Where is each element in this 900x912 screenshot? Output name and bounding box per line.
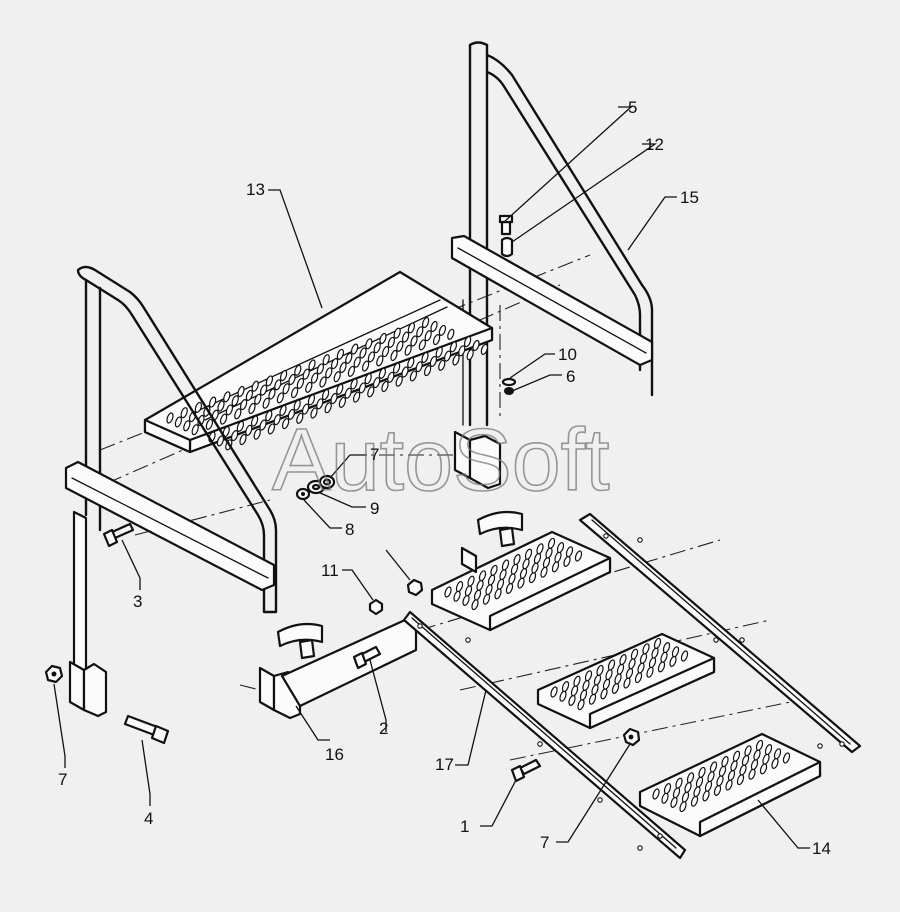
callout-15: 15 <box>680 188 699 207</box>
callout-5: 5 <box>628 98 637 117</box>
washer-10-nut-6 <box>501 377 517 395</box>
perforation-hole <box>238 433 248 446</box>
mounting-hole <box>839 741 845 747</box>
perforation-hole <box>408 369 419 383</box>
perforation-hole <box>436 358 447 372</box>
perforation-hole <box>252 427 263 441</box>
callout-6: 6 <box>566 367 575 386</box>
mounting-hole <box>537 741 543 747</box>
callout-3: 3 <box>133 592 142 611</box>
mounting-hole <box>657 833 663 839</box>
mounting-hole <box>739 637 745 643</box>
perforation-hole <box>394 374 405 388</box>
callout-labels: 13 5 12 15 10 6 7 9 8 3 11 2 16 17 7 4 1… <box>58 98 831 858</box>
nut-7-and-bolt-4 <box>44 664 170 745</box>
mounting-hole <box>417 623 423 629</box>
watermark: AutoSoft <box>272 410 610 509</box>
perforation-hole <box>365 385 376 399</box>
fasteners-7-8-9 <box>295 474 336 501</box>
perforation-hole <box>380 380 390 393</box>
callout-11: 11 <box>321 561 339 580</box>
perforation-hole <box>465 348 476 362</box>
stair-bracket <box>258 618 418 720</box>
stair-stringers <box>402 512 862 860</box>
callout-12: 12 <box>645 135 664 154</box>
perforation-hole <box>422 364 433 377</box>
mounting-hole <box>713 637 719 643</box>
callout-16: 16 <box>325 745 344 764</box>
bolt-3 <box>102 522 135 548</box>
callout-8: 8 <box>345 520 354 539</box>
callout-10: 10 <box>558 345 577 364</box>
mounting-hole <box>597 797 603 803</box>
upper-platform <box>143 270 494 454</box>
leader-lines <box>53 106 810 849</box>
callout-7-lower: 7 <box>540 833 549 852</box>
right-handrail <box>450 41 654 490</box>
callout-13: 13 <box>246 180 265 199</box>
callout-14: 14 <box>812 839 831 858</box>
mounting-hole <box>637 537 643 543</box>
callout-17: 17 <box>435 755 454 774</box>
perforation-hole <box>337 396 348 409</box>
mounting-hole <box>603 533 609 539</box>
left-handrail <box>64 265 278 718</box>
stringer-holes <box>417 533 845 851</box>
mounting-hole <box>465 637 471 643</box>
mounting-hole <box>637 845 643 851</box>
perforation-hole <box>451 353 461 367</box>
callout-2: 2 <box>379 719 388 738</box>
perforation-hole <box>351 390 362 404</box>
bolt-5-and-spacer-12 <box>498 214 514 258</box>
bolt-1-nut-7 <box>510 727 641 783</box>
callout-1: 1 <box>460 817 469 836</box>
callout-4: 4 <box>144 809 153 828</box>
bolt-2-nuts-11-7 <box>352 578 424 670</box>
callout-9: 9 <box>370 499 379 518</box>
callout-7-upper: 7 <box>370 445 379 464</box>
mounting-hole <box>817 743 823 749</box>
callout-7-left: 7 <box>58 770 67 789</box>
